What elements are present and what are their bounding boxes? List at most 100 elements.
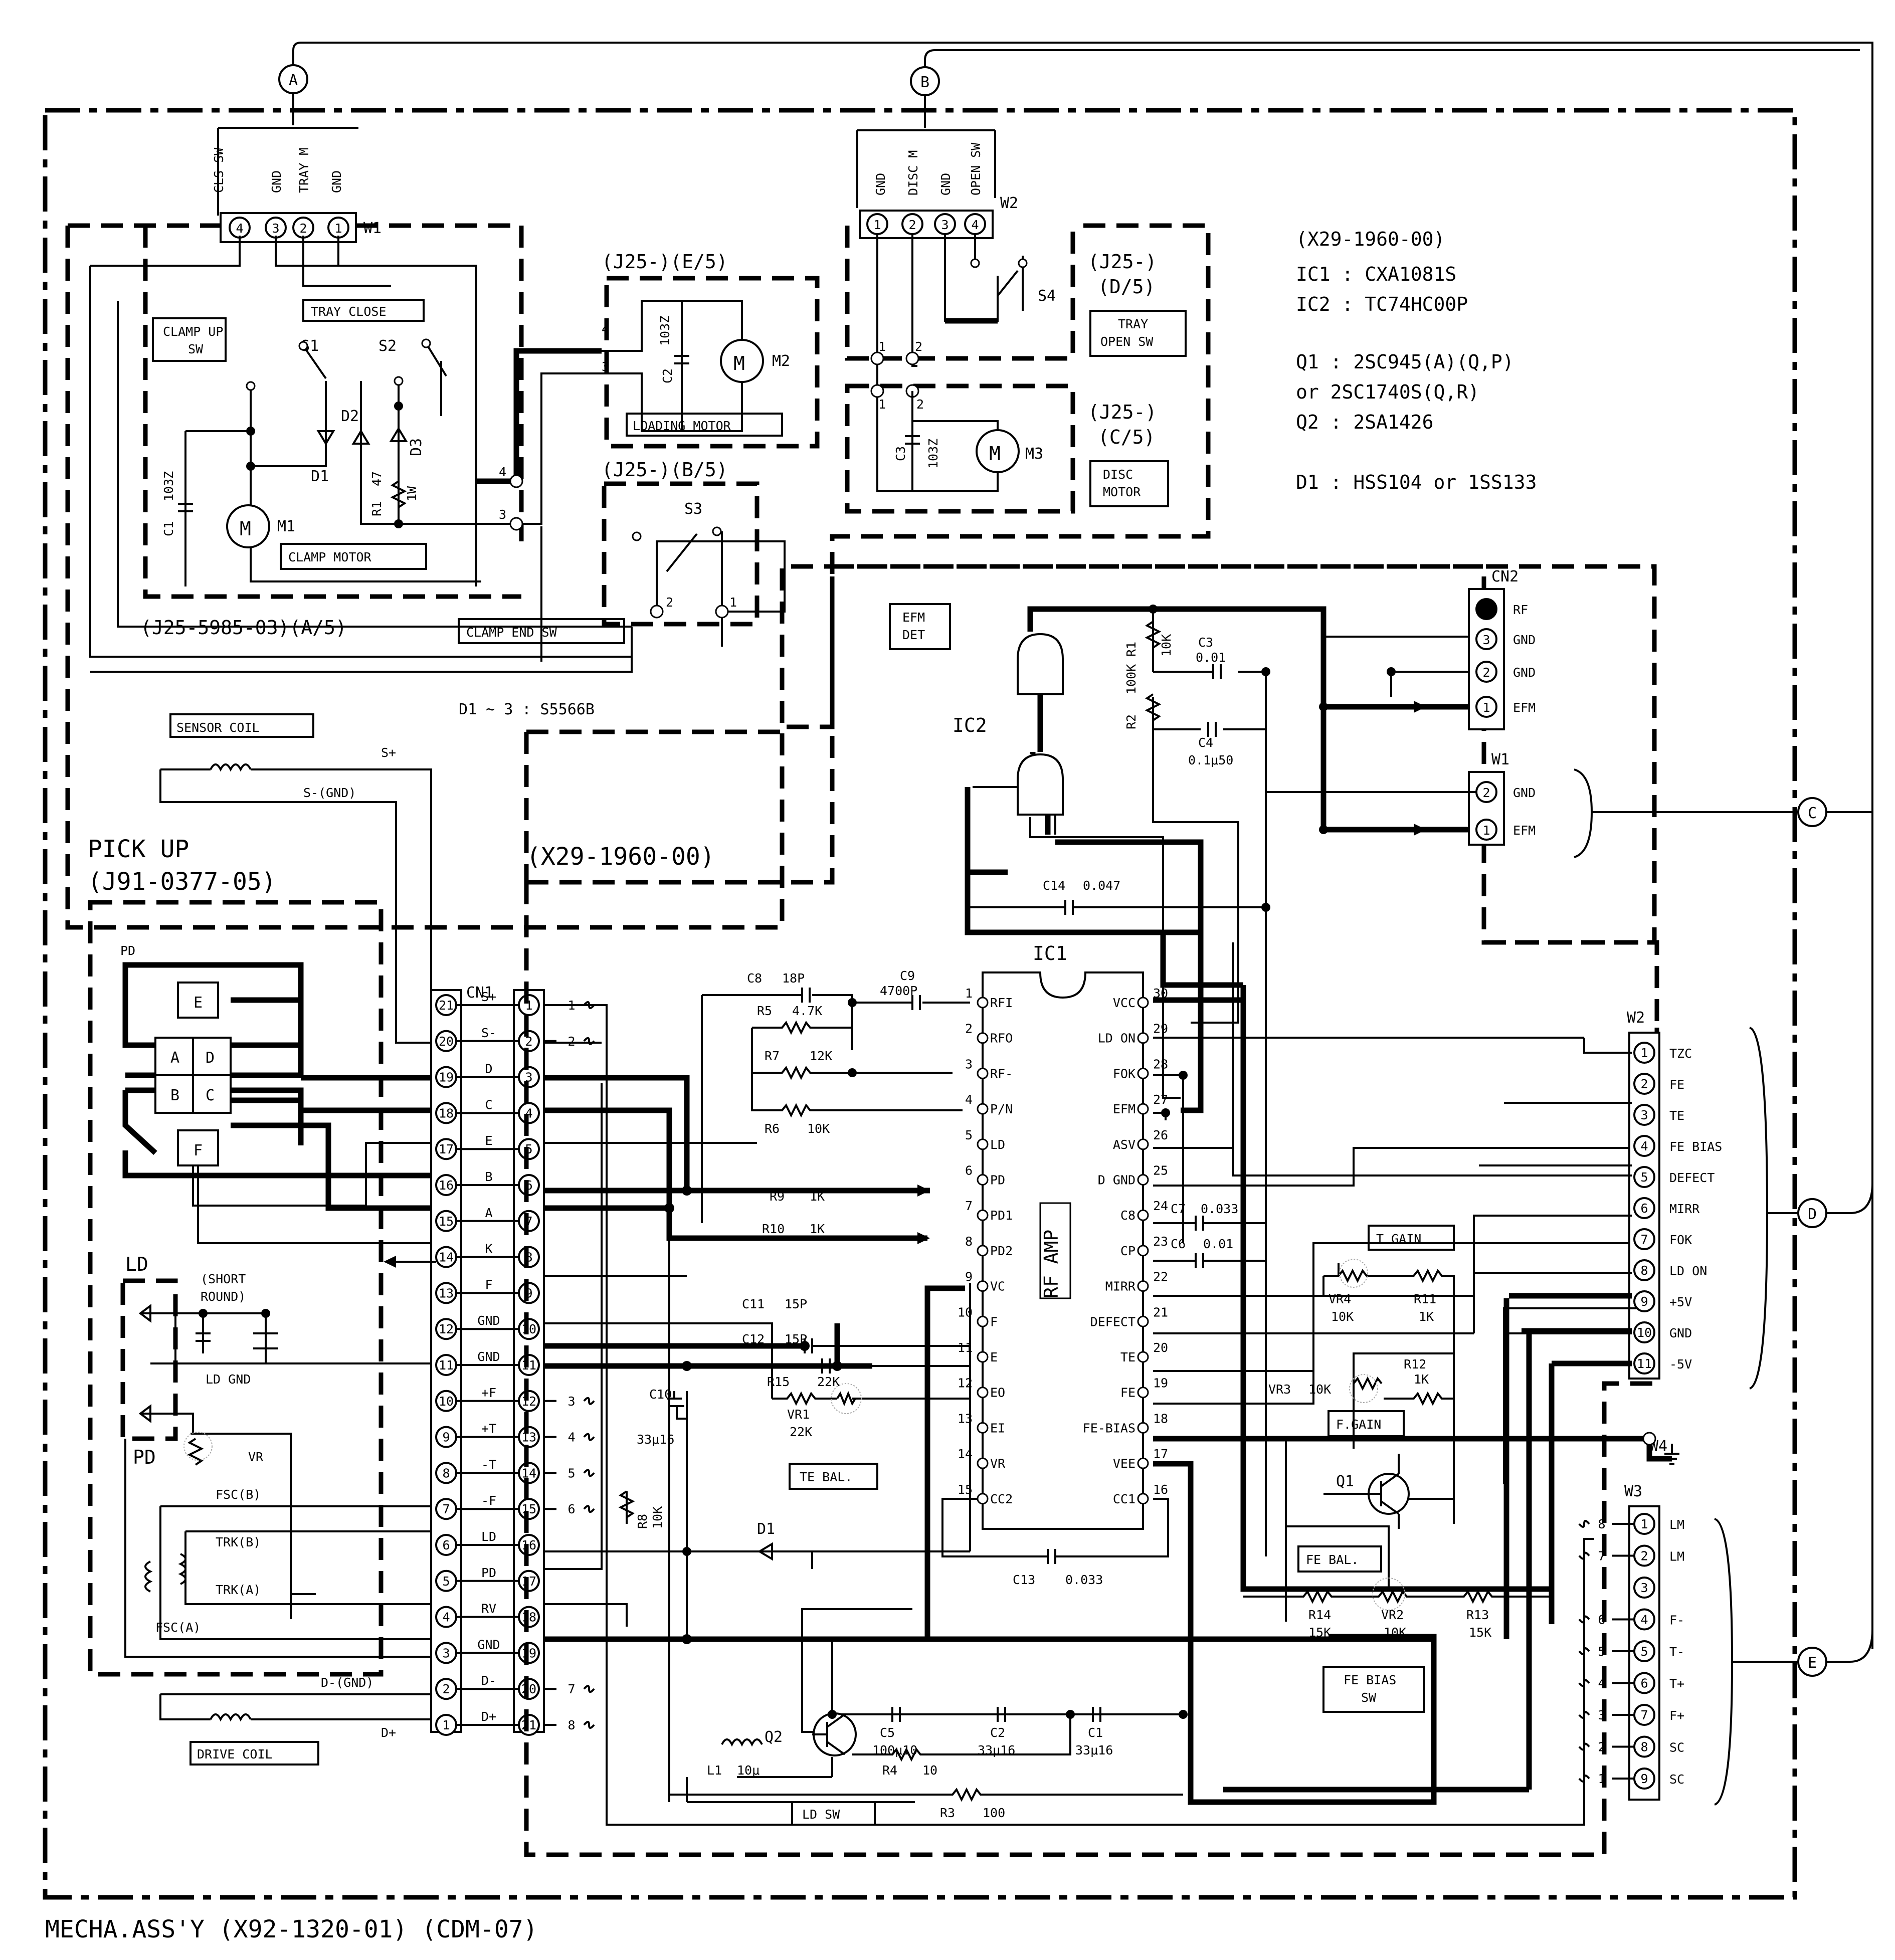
ic1-right-pin-label: VCC bbox=[1113, 996, 1135, 1010]
c3-top-value: 103Z bbox=[926, 439, 940, 469]
vr4-label: VR4 bbox=[1329, 1292, 1351, 1306]
cn1-pin-number: 15 bbox=[439, 1214, 454, 1229]
ic1-left-pin bbox=[977, 1174, 989, 1186]
cn1-right-number: 18 bbox=[521, 1610, 536, 1625]
r1-efm bbox=[1145, 621, 1162, 649]
parts-list-6: D1 : HSS104 or 1SS133 bbox=[1296, 471, 1537, 493]
vr-pot bbox=[187, 1438, 204, 1466]
cn1-right-pin bbox=[518, 1246, 540, 1268]
c13-value: 0.033 bbox=[1065, 1573, 1103, 1587]
drive-coil-label: DRIVE COIL bbox=[197, 1747, 273, 1761]
cn1-right-number: 19 bbox=[521, 1646, 536, 1660]
r14-label: R14 bbox=[1308, 1608, 1331, 1622]
q1-label: Q1 bbox=[1336, 1473, 1354, 1490]
w1-efm-pin1: 1 bbox=[1482, 823, 1490, 838]
ic1-right-pin-number: 19 bbox=[1153, 1376, 1168, 1391]
ic1-right-pin-number: 17 bbox=[1153, 1447, 1168, 1461]
d2-label: D2 bbox=[341, 408, 359, 425]
cn1-right-pin bbox=[518, 1102, 540, 1124]
c12-value: 15P bbox=[785, 1332, 807, 1346]
ic1-right-pin-number: 18 bbox=[1153, 1411, 1168, 1426]
ic1-left-pin-label: LD bbox=[990, 1137, 1005, 1152]
cn2-pin-3: 3 bbox=[1482, 633, 1490, 647]
fe-bias-sw-label: FE BIAS bbox=[1344, 1673, 1396, 1687]
c3-efm-value: 0.01 bbox=[1196, 650, 1226, 665]
w2-pin-label: LD ON bbox=[1669, 1264, 1707, 1278]
ic1-right-pin bbox=[1137, 1174, 1149, 1186]
cn1-ext-number: 2 bbox=[567, 1034, 575, 1049]
w1-efm-efm: EFM bbox=[1513, 823, 1536, 838]
ic1-right-pin bbox=[1137, 1351, 1149, 1363]
r12-label: R12 bbox=[1404, 1357, 1426, 1371]
pd-cell-f: F bbox=[194, 1142, 203, 1159]
disc-net bbox=[876, 391, 999, 492]
efm-det-label: EFM bbox=[902, 610, 925, 625]
ic1-left-pin-number: 14 bbox=[958, 1447, 973, 1461]
cn1-pin-number: 11 bbox=[439, 1358, 454, 1373]
r11-label: R11 bbox=[1414, 1292, 1436, 1306]
connector-a: A bbox=[218, 64, 358, 129]
w3-pin-number: 4 bbox=[1640, 1613, 1648, 1627]
w3-ext-number: 2 bbox=[1598, 1740, 1605, 1754]
m3-label: M3 bbox=[1025, 445, 1043, 463]
w1-header-gnd2: GND bbox=[329, 170, 344, 193]
r6-value: 10K bbox=[807, 1121, 830, 1136]
cn1-right-number: 10 bbox=[521, 1322, 536, 1336]
pickup-boundary bbox=[88, 900, 384, 1677]
w3-ext-number: 5 bbox=[1598, 1644, 1605, 1659]
cn1-right-pin bbox=[518, 994, 540, 1016]
w2-pin-number: 1 bbox=[1640, 1046, 1648, 1060]
m3-motor-icon bbox=[976, 429, 1020, 473]
cn1-label: CN1 bbox=[466, 984, 493, 1002]
s-plus-label: S+ bbox=[381, 745, 396, 760]
c13-label: C13 bbox=[1013, 1573, 1035, 1587]
r5-resistor bbox=[752, 1020, 852, 1035]
pd-label: PD bbox=[120, 943, 135, 958]
ic1-core-label: RF AMP bbox=[1040, 1230, 1062, 1298]
fsc-b-label: FSC(B) bbox=[216, 1487, 261, 1502]
node-3-label: 3 bbox=[499, 507, 506, 522]
w3-pin-label: F- bbox=[1669, 1613, 1684, 1628]
w2-pin-number: 9 bbox=[1640, 1294, 1648, 1309]
loading-boundary bbox=[604, 276, 820, 449]
cn1-pin-number: 10 bbox=[439, 1394, 454, 1409]
f-gain-label: F.GAIN bbox=[1336, 1417, 1381, 1432]
c3-top-cap bbox=[905, 435, 920, 445]
w2-pin-number: 5 bbox=[1640, 1170, 1648, 1185]
connector-b-label: B bbox=[920, 74, 929, 91]
w3-pin-label: T+ bbox=[1669, 1677, 1684, 1691]
ic1-right-pin bbox=[1137, 1457, 1149, 1469]
cn1-signal-label: LD bbox=[481, 1529, 496, 1544]
cn1-right-number: 15 bbox=[521, 1502, 536, 1516]
ic1-right-pin-number: 16 bbox=[1153, 1482, 1168, 1497]
r1-efm-value: 10K bbox=[1159, 634, 1174, 657]
ic1-right-pin-number: 23 bbox=[1153, 1234, 1168, 1249]
ic1-right-pin-number: 20 bbox=[1153, 1340, 1168, 1355]
cn2-gnd-label: GND bbox=[1513, 633, 1536, 647]
w2-pin bbox=[1633, 1259, 1655, 1281]
c11-value: 15P bbox=[785, 1297, 807, 1311]
ic1-left-pin-number: 3 bbox=[965, 1057, 973, 1071]
ic1-right-pin-label: C8 bbox=[1120, 1208, 1135, 1223]
w3-pin-number: 1 bbox=[1640, 1517, 1648, 1531]
c1-label: C1 bbox=[161, 521, 176, 536]
cn1-pin-number: 8 bbox=[442, 1466, 450, 1480]
ld-diode bbox=[138, 1304, 151, 1323]
r6-label: R6 bbox=[765, 1121, 780, 1136]
ic1-left-pin-number: 12 bbox=[958, 1376, 973, 1391]
c2-bottom-value: 33μ16 bbox=[978, 1743, 1015, 1757]
c1-bottom-value: 33μ16 bbox=[1075, 1743, 1113, 1757]
w2-pin-label: FE bbox=[1669, 1077, 1684, 1092]
ic1-right-pin-label: FE-BIAS bbox=[1083, 1421, 1135, 1435]
fsc-a-label: FSC(A) bbox=[155, 1620, 201, 1635]
ic1-right-pin-label: EFM bbox=[1113, 1102, 1135, 1116]
ic1-left-pin-number: 10 bbox=[958, 1305, 973, 1319]
vr2-value: 10K bbox=[1384, 1625, 1406, 1640]
cn1-pin-number: 18 bbox=[439, 1106, 454, 1120]
c14-label: C14 bbox=[1043, 878, 1065, 893]
cn1-pin-number: 6 bbox=[442, 1538, 450, 1552]
ic1-right-pin-label: FE bbox=[1120, 1386, 1135, 1400]
cn1-right-number: 16 bbox=[521, 1538, 536, 1552]
w3-ext-number: 7 bbox=[1598, 1549, 1605, 1563]
ic1-left-pin-number: 2 bbox=[965, 1022, 973, 1036]
